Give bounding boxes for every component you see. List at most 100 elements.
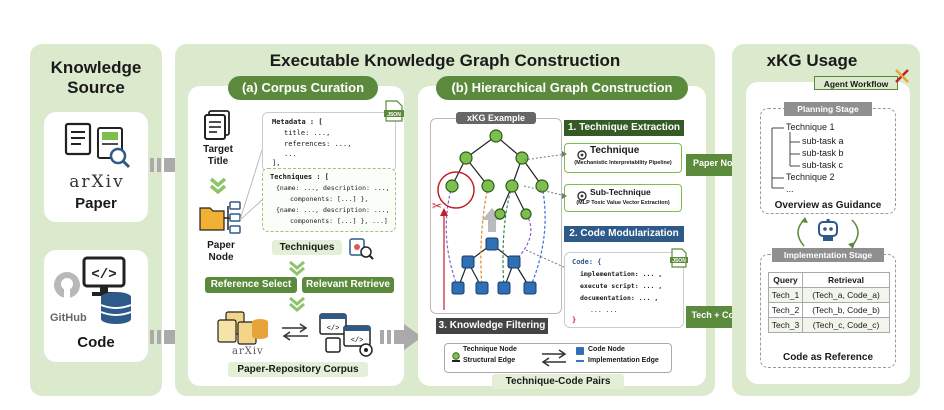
ai-agent-icon [816,218,840,242]
retrieval-table: Query Retrieval Tech_1 (Tech_a, Code_a) … [768,272,890,333]
legend-box [444,343,672,373]
database-icon [98,290,134,326]
plan-line: ... [786,184,794,194]
subtechnique-box [564,184,682,212]
implementation-edge-legend-label: Implementation Edge [588,357,659,364]
hierarchical-graph-header: (b) Hierarchical Graph Construction [436,76,688,100]
technique-box-subtitle: (Mechanistic Interpretability Pipeline) [574,160,672,166]
agent-workflow-badge: Agent Workflow [814,76,898,90]
code-node-legend-label: Code Node [588,346,625,353]
table-cell: Tech_1 [768,287,803,303]
planning-stage-label: Planning Stage [784,102,872,116]
paper-node-label-line2: Node [208,252,234,263]
paper-document-icon [62,122,132,170]
xkg-example-label: xKG Example [456,112,536,124]
techniques-box [262,168,396,232]
structural-edge-legend-label: Structural Edge [463,357,516,364]
plan-line: sub-task c [802,160,844,170]
structural-edge-legend-icon [452,360,460,362]
code-label: Code [77,334,115,351]
techniques-label: Techniques [272,240,342,255]
reference-select-button: Reference Select [205,277,297,293]
paper-card [44,112,148,222]
technique-tools-icon [348,236,374,260]
techniques-line: {name: ..., description: ..., [276,206,390,214]
plan-line: Technique 2 [786,172,835,182]
technique-code-pairs-label: Technique-Code Pairs [492,374,624,389]
xkg-graph-drawing: ✂ [430,126,562,314]
technique-node-legend-label: Technique Node [463,346,517,353]
code-module-box [564,252,684,328]
svg-text:✂: ✂ [432,199,442,213]
code-as-reference: Code as Reference [782,352,874,363]
code-modularization-step: 2. Code Modularization [564,226,684,242]
corpus-to-graph-arrow [378,322,424,352]
table-header-retrieval: Retrieval [802,272,890,288]
bidirectional-arrows-icon [280,322,310,342]
planning-stage-box [760,108,896,214]
chevron-down-icon [288,260,306,276]
tools-icon [894,68,910,84]
json-badge-label: JSON [672,258,686,264]
table-cell: Tech_2 [768,302,803,318]
json-badge-icon [384,100,404,122]
subtechnique-box-title: Sub-Technique [590,187,651,197]
monitor-code-icon: </> [82,256,126,298]
openai-logo-icon [577,147,587,160]
plan-tree-lines [770,122,810,198]
metadata-line: title: ..., [284,129,331,137]
techniques-line: Techniques : [ [270,173,330,181]
code-module-line: documentation: ... , [580,294,659,302]
table-header-query: Query [768,272,803,288]
plan-line: Technique 1 [786,122,835,132]
overview-as-guidance: Overview as Guidance [774,200,882,211]
tech-code-arrow-label: Tech + Code [691,310,745,320]
technique-connectors [520,150,568,270]
code-windows-icon: </> </> [318,310,380,358]
svg-text:</>: </> [327,325,340,333]
plan-line: sub-task b [802,148,844,158]
metadata-line: references: ..., [284,140,352,148]
arxiv-logo: arXiv [69,172,125,192]
metadata-line: ... [284,150,297,158]
knowledge-filtering-step: 3. Knowledge Filtering [436,318,548,334]
paper-node-connector [239,140,264,250]
knowledge-source-title-line1: Knowledge [50,58,142,77]
svg-text:</>: </> [91,267,116,283]
corpus-curation-header: (a) Corpus Curation [228,76,378,100]
json-badge-label: JSON [387,112,401,118]
technique-box-title: Technique [590,145,640,156]
bidirectional-arrows-icon [540,348,568,368]
techniques-line: {name: ..., description: ..., [276,184,390,192]
ai-badge-label: AI [825,219,831,225]
code-module-line: implementation: ... , [580,270,663,278]
table-cell: Tech_3 [768,317,803,333]
code-module-line: execute script: ... , [580,282,663,290]
code-module-line: } [572,316,577,324]
paper-node-label-line1: Paper [207,240,235,251]
code-module-line: Code: { [572,258,602,266]
techniques-line: components: [...] }, ...] [290,217,388,225]
paper-stack-icon: arXiv [212,310,272,358]
table-cell: (Tech_c, Code_c) [802,317,890,333]
table-row: Tech_3 (Tech_c, Code_c) [768,317,890,333]
table-cell: (Tech_b, Code_b) [802,302,890,318]
chevron-down-icon [288,296,306,312]
subtechnique-box-subtitle: (MLP Toxic Value Vector Extraction) [576,200,670,206]
github-logo-text: GitHub [50,312,87,324]
folder-tree-icon [198,200,242,236]
construction-title: Executable Knowledge Graph Construction [269,51,621,70]
svg-text:arXiv: arXiv [232,346,264,357]
github-octocat-icon [52,270,82,300]
knowledge-source-title-line2: Source [67,78,125,97]
metadata-line: Metadata : [ [272,118,323,126]
technique-box [564,143,682,173]
techniques-line: components: [...] }, [290,195,369,203]
relevant-retrieve-button: Relevant Retrieve [302,277,394,293]
corpus-label: Paper-Repository Corpus [228,362,368,377]
code-node-legend-icon [576,347,584,355]
table-row: Tech_2 (Tech_b, Code_b) [768,302,890,318]
openai-logo-icon [577,188,587,201]
table-row: Tech_1 (Tech_a, Code_a) [768,287,890,303]
chevron-down-icon [208,176,228,195]
